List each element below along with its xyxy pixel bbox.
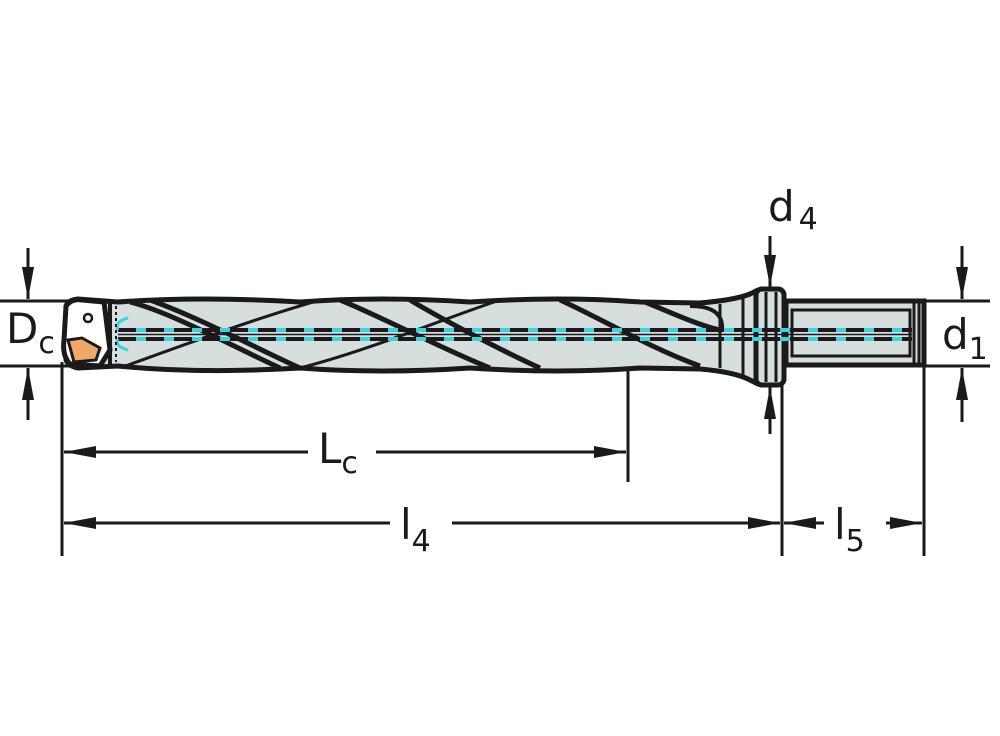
label-l5: l5 [834,500,865,559]
cutting-insert [66,336,102,364]
drill-tip [61,297,117,369]
label-d1: d1 [942,310,988,367]
label-dc: Dc [6,304,55,361]
dimension-lines [0,236,990,556]
label-lc: Lc [318,424,358,481]
coolant-channel [115,316,912,352]
label-l4: l4 [400,500,431,559]
drill-shank [783,298,927,368]
